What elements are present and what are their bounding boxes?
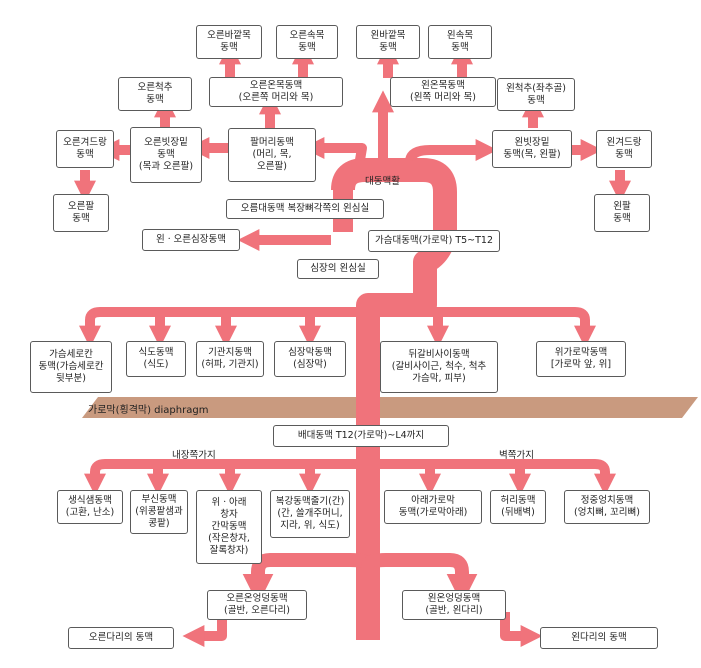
branch-r-iliac [242, 553, 375, 605]
box-l-common-carotid: 왼온목동맥 (왼쪽 머리와 목) [390, 77, 496, 107]
branch-r-leg [182, 612, 227, 648]
box-gonadal: 생식샘동맥 (고환, 난소) [57, 490, 123, 524]
thoracic-branch-bar [85, 307, 590, 321]
box-r-subclavian: 오른빗장밑 동맥 (목과 오른팔) [130, 127, 202, 183]
box-internal-thoracic: 가슴세로칸 동맥(가슴세로칸 뒷부분) [30, 341, 112, 393]
box-r-vertebral: 오른척추 동맥 [118, 77, 192, 111]
branch-brachiocephalic [302, 136, 367, 161]
box-l-arm: 왼팔 동맥 [594, 194, 650, 232]
box-bronchial: 기관지동맥 (허파, 기관지) [196, 341, 264, 377]
branch-l-subclavian [405, 138, 498, 162]
box-abdominal-aorta: 배대동맥 T12(가로막)~L4까지 [273, 425, 449, 447]
box-thoracic-aorta: 가슴대동맥(가로막) T5~T12 [368, 230, 500, 252]
aorta-arch-label: 대동맥활 [365, 176, 400, 187]
box-r-int-carotid: 오른속목 동맥 [276, 25, 338, 59]
box-l-common-iliac: 왼온엉덩동맥 (골반, 왼다리) [402, 590, 506, 620]
box-l-ext-carotid: 왼바깥목 동맥 [356, 25, 420, 59]
box-left-ventricle: 심장의 왼심실 [297, 259, 379, 279]
box-intercostal: 뒤갈비사이동맥 (갈비사이근, 척수, 척추 가슴막, 피부) [380, 341, 498, 393]
diaphragm-band [82, 397, 698, 418]
branch-l-leg [500, 612, 543, 648]
box-median-sacral: 정중엉치동맥 (엉치뼈, 꼬리뼈) [564, 490, 650, 524]
box-esophageal: 식도동맥 (식도) [126, 341, 186, 377]
parietal-branch-label: 벽쪽가지 [499, 450, 534, 461]
box-sup-phrenic: 위가로막동맥 [가로막 앞, 위] [536, 341, 626, 377]
box-pericardial: 심장막동맥 (심장막) [274, 341, 346, 377]
box-l-axillary: 왼겨드랑 동맥 [596, 130, 652, 168]
box-lumbar: 허리동맥 (뒤배벽) [490, 490, 546, 524]
box-suprarenal: 부신동맥 (위콩팥샘과 콩팥) [130, 490, 188, 534]
aorta-trunk [331, 158, 457, 640]
box-l-vertebral: 왼척추(좌추골) 동맥 [497, 78, 575, 111]
box-r-arm: 오른팔 동맥 [53, 194, 109, 232]
box-celiac: 복강동맥줄기(간) (간, 쓸개주머니, 지라, 위, 식도) [270, 490, 350, 538]
box-ascending-aorta: 오름대동맥 복장뼈각쪽의 왼심실 [226, 199, 384, 219]
box-coronary: 왼ㆍ오른심장동맥 [142, 229, 240, 251]
box-inf-phrenic: 아래가로막 동맥(가로막아래) [384, 490, 482, 524]
box-l-int-carotid: 왼속목 동맥 [428, 25, 492, 59]
box-r-axillary: 오른겨드랑 동맥 [56, 130, 114, 168]
box-l-leg: 왼다리의 동맥 [540, 627, 658, 649]
box-r-common-iliac: 오른온엉덩동맥 (골반, 오른다리) [207, 590, 307, 620]
box-brachiocephalic: 팔머리동맥 (머리, 목, 오른팔) [228, 128, 316, 182]
box-r-leg: 오른다리의 동맥 [68, 627, 174, 649]
box-r-common-carotid: 오른온목동맥 (오른쪽 머리와 목) [209, 77, 343, 107]
branch-l-iliac [361, 553, 478, 605]
diaphragm-label: 가로막(횡격막) diaphragm [88, 405, 209, 416]
box-l-subclavian: 왼빗장밑 동맥(목, 왼팔) [492, 130, 572, 168]
visceral-branch-label: 내장쪽가지 [172, 450, 216, 461]
box-mesenteric: 위ㆍ아래 창자 간막동맥 (작은창자, 잘록창자) [196, 490, 262, 564]
abdominal-branch-bar [90, 459, 610, 473]
box-r-ext-carotid: 오른바깥목 동맥 [196, 25, 262, 59]
